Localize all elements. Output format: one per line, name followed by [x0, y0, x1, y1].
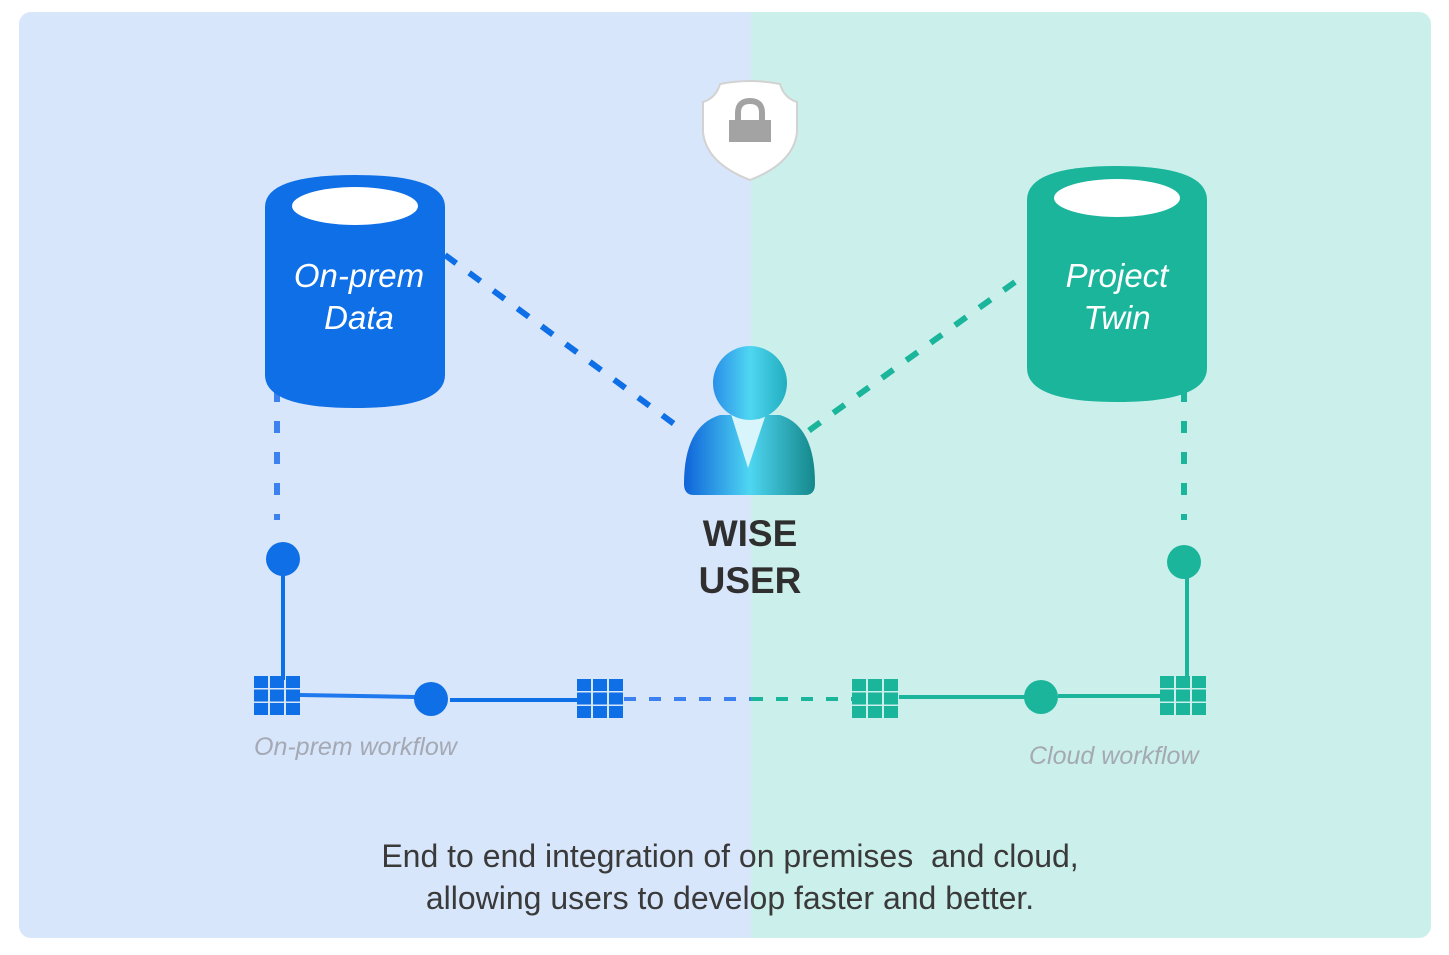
grid-cell: [1192, 703, 1206, 715]
grid-cell: [884, 706, 898, 718]
grid-cell: [1160, 689, 1174, 702]
caption-line1: End to end integration of on premises an…: [381, 838, 1079, 874]
grid-cell: [593, 692, 607, 705]
grid-cell: [254, 676, 268, 688]
onprem-grid-start-icon: [254, 676, 300, 715]
caption-line2: allowing users to develop faster and bet…: [425, 880, 1035, 916]
user-label-line2: USER: [698, 560, 802, 601]
project-twin-label-line1: Project: [1065, 257, 1169, 294]
grid-cell: [884, 692, 898, 705]
cloud-node-middle: [1024, 680, 1058, 714]
grid-cell: [868, 679, 882, 691]
shield-lock-icon: [702, 80, 798, 182]
caption: End to end integration of on premises an…: [230, 835, 1230, 919]
grid-cell: [1176, 676, 1190, 688]
onprem-node-top: [266, 542, 300, 576]
cloud-workflow: [751, 545, 1201, 714]
grid-cell: [868, 706, 882, 718]
onprem-workflow-label: On-prem workflow: [254, 733, 457, 761]
grid-cell: [577, 706, 591, 718]
grid-cell: [254, 703, 268, 715]
onprem-database-label-line1: On-prem: [293, 257, 425, 294]
onprem-to-user-connector: [443, 252, 687, 435]
grid-cell: [593, 679, 607, 691]
user-icon: [684, 346, 815, 495]
user-label-line1: WISE: [702, 513, 798, 554]
grid-cell: [286, 703, 300, 715]
grid-cell: [1192, 689, 1206, 702]
grid-cell: [254, 689, 268, 702]
grid-cell: [609, 706, 623, 718]
project-twin-database-label: Project Twin: [1027, 255, 1207, 339]
onprem-node-middle: [414, 682, 448, 716]
grid-cell: [270, 689, 284, 702]
grid-cell: [577, 679, 591, 691]
grid-cell: [1176, 689, 1190, 702]
grid-cell: [593, 706, 607, 718]
grid-cell: [852, 706, 866, 718]
grid-cell: [270, 676, 284, 688]
project-twin-label-line2: Twin: [1083, 299, 1151, 336]
cloud-grid-end-icon: [1160, 676, 1206, 715]
onprem-database-label-line2: Data: [324, 299, 394, 336]
cloud-grid-start-icon: [852, 679, 898, 718]
grid-cell: [609, 679, 623, 691]
grid-cell: [609, 692, 623, 705]
grid-cell: [286, 689, 300, 702]
grid-cell: [286, 676, 300, 688]
onprem-database-label: On-prem Data: [265, 255, 453, 339]
onprem-database-icon: [265, 175, 445, 408]
grid-cell: [852, 692, 866, 705]
grid-cell: [1176, 703, 1190, 715]
cloud-node-top: [1167, 545, 1201, 579]
on-prem-panel: [19, 12, 751, 938]
grid-cell: [1192, 676, 1206, 688]
project-twin-database-icon: [1027, 166, 1207, 402]
grid-cell: [1160, 703, 1174, 715]
cloud-workflow-label: Cloud workflow: [1029, 742, 1199, 770]
onprem-workflow: [266, 542, 751, 716]
grid-cell: [884, 679, 898, 691]
wise-user-label: WISE USER: [650, 510, 850, 604]
grid-cell: [270, 703, 284, 715]
grid-cell: [577, 692, 591, 705]
cloud-to-user-connector: [798, 279, 1017, 440]
grid-cell: [868, 692, 882, 705]
onprem-grid-end-icon: [577, 679, 623, 718]
grid-cell: [1160, 676, 1174, 688]
grid-cell: [852, 679, 866, 691]
cloud-panel: [751, 12, 1431, 938]
